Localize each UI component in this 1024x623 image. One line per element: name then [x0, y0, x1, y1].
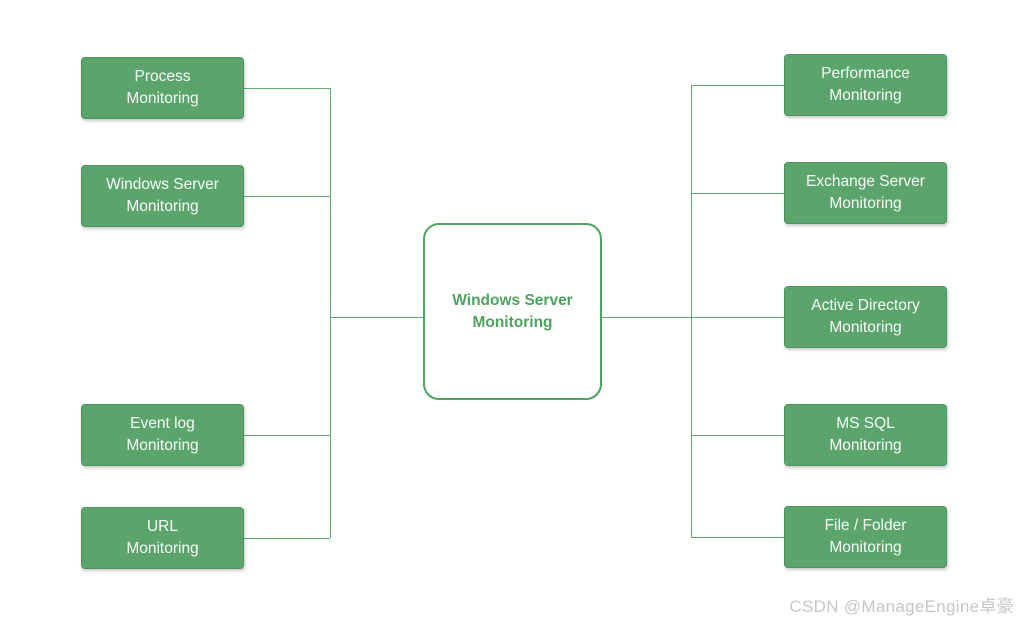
node-process-monitoring: Process Monitoring [81, 57, 244, 119]
csdn-watermark: CSDN @ManageEngine卓豪 [789, 597, 1014, 616]
connector-left-to-center [330, 317, 423, 318]
node-windows-server-monitoring-center: Windows Server Monitoring [423, 223, 602, 400]
node-url-monitoring: URL Monitoring [81, 507, 244, 569]
node-windows-server-monitoring-left: Windows Server Monitoring [81, 165, 244, 227]
connector-active-directory-branch [691, 317, 784, 318]
connector-file-folder-branch [691, 537, 784, 538]
node-active-directory-monitoring: Active Directory Monitoring [784, 286, 947, 348]
node-performance-monitoring: Performance Monitoring [784, 54, 947, 116]
node-event-log-monitoring: Event log Monitoring [81, 404, 244, 466]
connector-exchange-branch [691, 193, 784, 194]
node-file-folder-monitoring: File / Folder Monitoring [784, 506, 947, 568]
node-exchange-server-monitoring: Exchange Server Monitoring [784, 162, 947, 224]
connector-left-trunk [330, 88, 331, 538]
connector-process-branch [244, 88, 330, 89]
connector-event-log-branch [244, 435, 330, 436]
connector-windows-server-branch [244, 196, 330, 197]
connector-url-branch [244, 538, 330, 539]
connector-performance-branch [691, 85, 784, 86]
node-ms-sql-monitoring: MS SQL Monitoring [784, 404, 947, 466]
connector-center-to-right [602, 317, 691, 318]
connector-ms-sql-branch [691, 435, 784, 436]
connector-right-trunk [691, 85, 692, 537]
